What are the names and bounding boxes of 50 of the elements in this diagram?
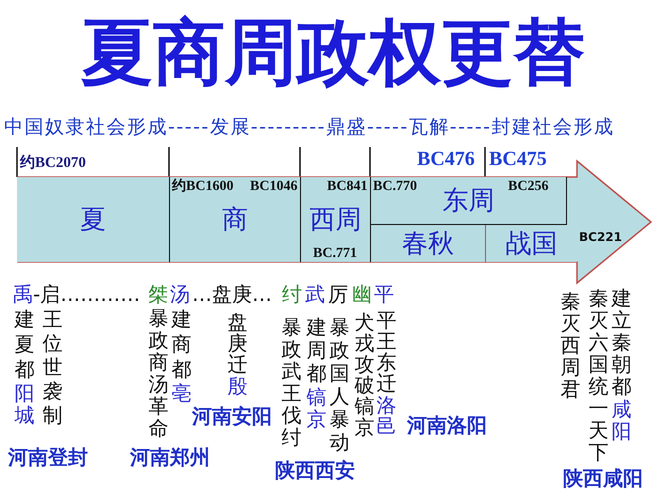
event-text: 建夏都 bbox=[14, 307, 35, 382]
capital-name: 镐京 bbox=[306, 386, 327, 430]
capital-name: 亳 bbox=[171, 382, 192, 404]
event-text: 盘庚迁 bbox=[227, 312, 248, 375]
capital-name: 阳城 bbox=[14, 382, 35, 426]
ruler-name: 幽 bbox=[352, 283, 372, 305]
ruler-name: -启………… bbox=[33, 283, 140, 305]
event-text: 秦灭六国统一天下 bbox=[588, 287, 609, 463]
period-segment: 夏 bbox=[17, 177, 169, 262]
ruler-name: 平 bbox=[374, 283, 394, 305]
place-name: 河南洛阳 bbox=[407, 414, 487, 436]
diagram-title: 夏商周政权更替 bbox=[81, 16, 585, 88]
ruler-name: …盘庚… bbox=[192, 283, 272, 305]
event-text: 平王东迁 bbox=[376, 310, 397, 394]
ruler-name: 武 bbox=[305, 283, 325, 305]
date-label: 约BC2070 bbox=[20, 155, 86, 172]
date-label: 约BC1600 bbox=[172, 179, 234, 194]
date-label: BC1046 bbox=[250, 179, 298, 194]
ruler-name: 纣 bbox=[282, 283, 302, 305]
event-text: 建立秦朝都 bbox=[611, 287, 632, 397]
event-text: 秦灭西周君 bbox=[560, 290, 581, 400]
event-text: 暴政国人暴动 bbox=[329, 316, 350, 454]
capital-name: 洛邑 bbox=[376, 395, 397, 437]
event-text: 建周都 bbox=[306, 316, 327, 385]
ruler-name: 桀 bbox=[148, 283, 168, 305]
event-text: 暴政商汤革命 bbox=[148, 307, 169, 439]
capital-name: 殷 bbox=[227, 376, 248, 397]
date-label: BC221 bbox=[579, 231, 622, 244]
ruler-name: 厉 bbox=[328, 283, 348, 305]
place-name: 河南郑州 bbox=[130, 446, 210, 468]
period-segment: 春秋 bbox=[370, 225, 485, 262]
date-label: BC475 bbox=[489, 148, 547, 170]
date-label: BC.771 bbox=[313, 246, 357, 262]
place-name: 河南登封 bbox=[8, 446, 88, 468]
place-name: 河南安阳 bbox=[192, 405, 272, 427]
capital-name: 咸阳 bbox=[611, 398, 632, 442]
ruler-name: 汤 bbox=[170, 283, 190, 305]
ruler-name: 禹 bbox=[13, 283, 33, 305]
event-text: 王位世袭制 bbox=[42, 307, 63, 427]
place-name: 陕西咸阳 bbox=[563, 467, 643, 489]
date-label: BC.770 bbox=[373, 179, 417, 194]
date-label: BC256 bbox=[508, 179, 548, 194]
event-text: 暴政武王伐纣 bbox=[281, 316, 302, 448]
period-segment: 战国 bbox=[485, 225, 577, 262]
date-label: BC476 bbox=[417, 148, 475, 170]
date-label: BC841 bbox=[327, 179, 368, 194]
place-name: 陕西西安 bbox=[275, 459, 355, 481]
stage-text: 中国奴隶社会形成-----发展---------鼎盛-----瓦解-----封建社会形成 bbox=[4, 117, 615, 138]
event-text: 犬戎攻破镐京 bbox=[354, 312, 375, 438]
event-text: 建商都 bbox=[171, 307, 192, 382]
